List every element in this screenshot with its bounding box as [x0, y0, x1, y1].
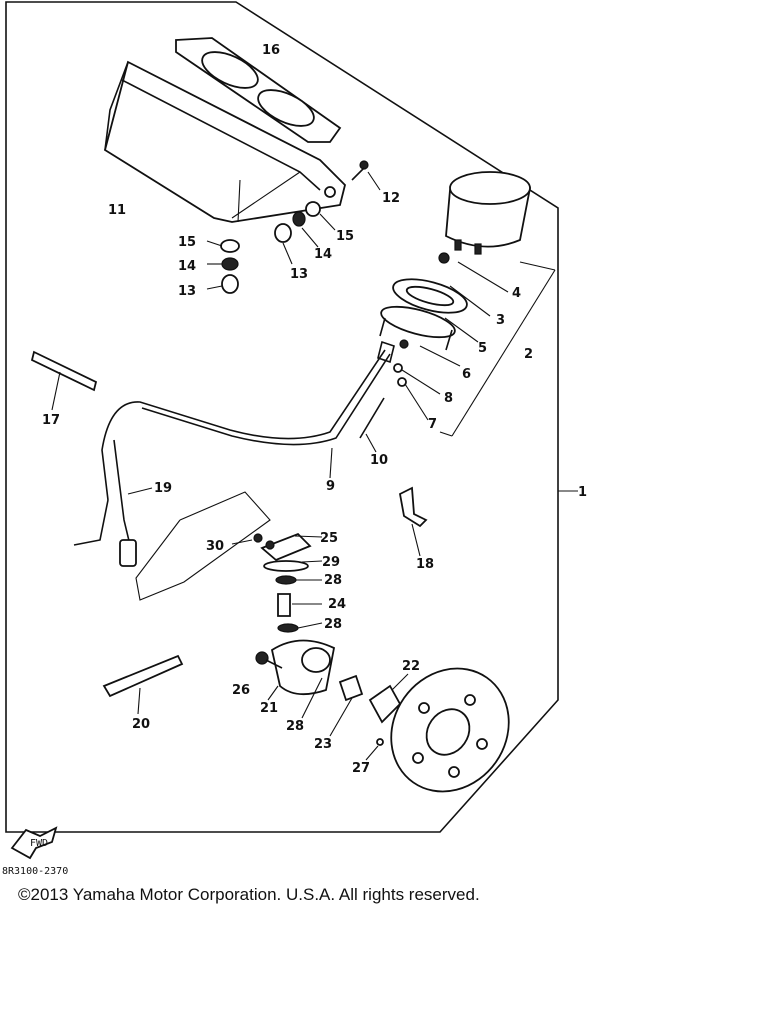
part-code: 8R3100-2370: [2, 866, 68, 877]
copyright-notice: ©2013 Yamaha Motor Corporation. U.S.A. A…: [18, 885, 480, 904]
group-outline: [135, 491, 271, 601]
callout-20: 20: [132, 717, 150, 732]
drive-gear-group: [231, 532, 409, 761]
callout-19: 19: [154, 481, 172, 496]
callout-6: 6: [462, 367, 471, 382]
screw-part-12: [351, 160, 381, 191]
callout-1: 1: [578, 485, 587, 500]
callout-11: 11: [108, 203, 126, 218]
bracket-2: [439, 261, 556, 437]
callout-13-b: 13: [178, 284, 196, 299]
callout-labels: 1 2 3 4 5 6 7 8 9 10 11 12 13 13 14 14 1…: [42, 43, 587, 776]
callout-28-c: 28: [286, 719, 304, 734]
strap-part-17: [30, 350, 98, 411]
callout-3: 3: [496, 313, 505, 328]
callout-26: 26: [232, 683, 250, 698]
callout-17: 17: [42, 413, 60, 428]
meter-assembly-parts-3-8: [379, 171, 532, 421]
callout-15-b: 15: [178, 235, 196, 250]
callout-5: 5: [478, 341, 487, 356]
callout-14-a: 14: [314, 247, 332, 262]
callout-28-b: 28: [324, 617, 342, 632]
callout-23: 23: [314, 737, 332, 752]
gasket-part-16: [175, 37, 342, 143]
bracket-part-18: [398, 486, 428, 557]
callout-10: 10: [370, 453, 388, 468]
callout-4: 4: [512, 286, 521, 301]
callout-27: 27: [352, 761, 370, 776]
callout-13-a: 13: [290, 267, 308, 282]
callout-22: 22: [402, 659, 420, 674]
cables-part-9-10: [73, 340, 395, 567]
callout-9: 9: [326, 479, 335, 494]
callout-7: 7: [428, 417, 437, 432]
fwd-arrow-icon: FWD: [10, 826, 58, 860]
callout-15-a: 15: [336, 229, 354, 244]
callout-16: 16: [262, 43, 280, 58]
svg-text:FWD: FWD: [30, 838, 48, 849]
callout-8: 8: [444, 391, 453, 406]
meter-cover-part-11: [103, 60, 346, 223]
callout-14-b: 14: [178, 259, 196, 274]
callout-28-a: 28: [324, 573, 342, 588]
lever-part-20: [102, 654, 184, 715]
callout-30: 30: [206, 539, 224, 554]
diagram-frame: [5, 1, 559, 833]
callout-24: 24: [328, 597, 346, 612]
wheel-hub: [390, 667, 510, 793]
callout-2: 2: [524, 347, 533, 362]
callout-18: 18: [416, 557, 434, 572]
callout-21: 21: [260, 701, 278, 716]
callout-29: 29: [322, 555, 340, 570]
hardware-13-14-15: [206, 201, 336, 294]
callout-25: 25: [320, 531, 338, 546]
callout-12: 12: [382, 191, 400, 206]
